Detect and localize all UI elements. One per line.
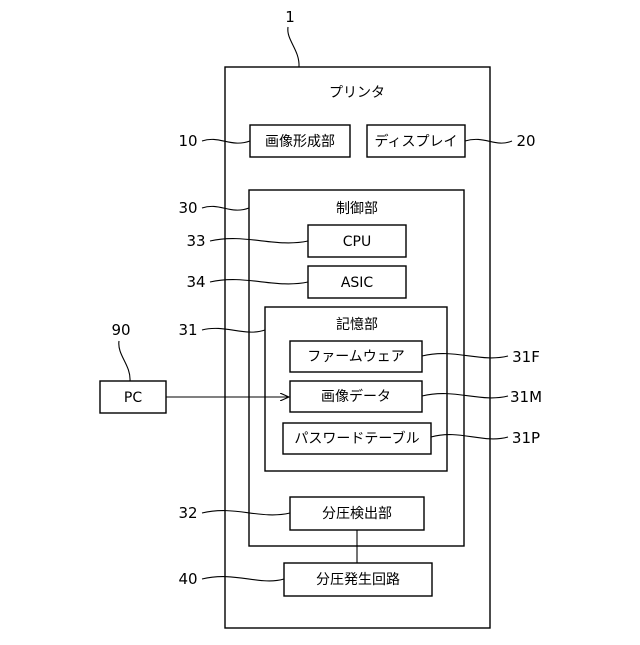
ref-cpu: 33 [186, 232, 205, 250]
firmware-label: ファームウェア [307, 349, 405, 365]
ref-printer: 1 [285, 8, 295, 26]
storage-label: 記憶部 [336, 316, 378, 333]
image-data-label: 画像データ [321, 388, 391, 405]
display-label: ディスプレイ [374, 133, 457, 150]
ref-storage: 31 [178, 321, 197, 339]
ref-pc: 90 [111, 321, 130, 339]
voltage-detector-label: 分圧検出部 [322, 506, 392, 522]
ref-asic: 34 [186, 273, 205, 291]
ref-controller: 30 [178, 199, 197, 217]
leader-pc [119, 341, 130, 381]
ref-password-table: 31P [512, 429, 540, 447]
printer-label: プリンタ [329, 85, 385, 101]
ref-image-data: 31M [510, 388, 542, 406]
ref-voltage-generator: 40 [178, 570, 197, 588]
ref-image-forming: 10 [178, 132, 197, 150]
ref-firmware: 31F [512, 348, 540, 366]
ref-voltage-detector: 32 [178, 504, 197, 522]
password-table-label: パスワードテーブル [294, 430, 419, 447]
pc-label: PC [124, 390, 142, 406]
ref-display: 20 [516, 132, 535, 150]
leader-printer [288, 27, 299, 67]
asic-label: ASIC [341, 275, 374, 291]
voltage-generator-label: 分圧発生回路 [316, 572, 400, 588]
cpu-label: CPU [343, 234, 371, 250]
controller-label: 制御部 [336, 201, 378, 217]
image-forming-label: 画像形成部 [265, 134, 335, 150]
